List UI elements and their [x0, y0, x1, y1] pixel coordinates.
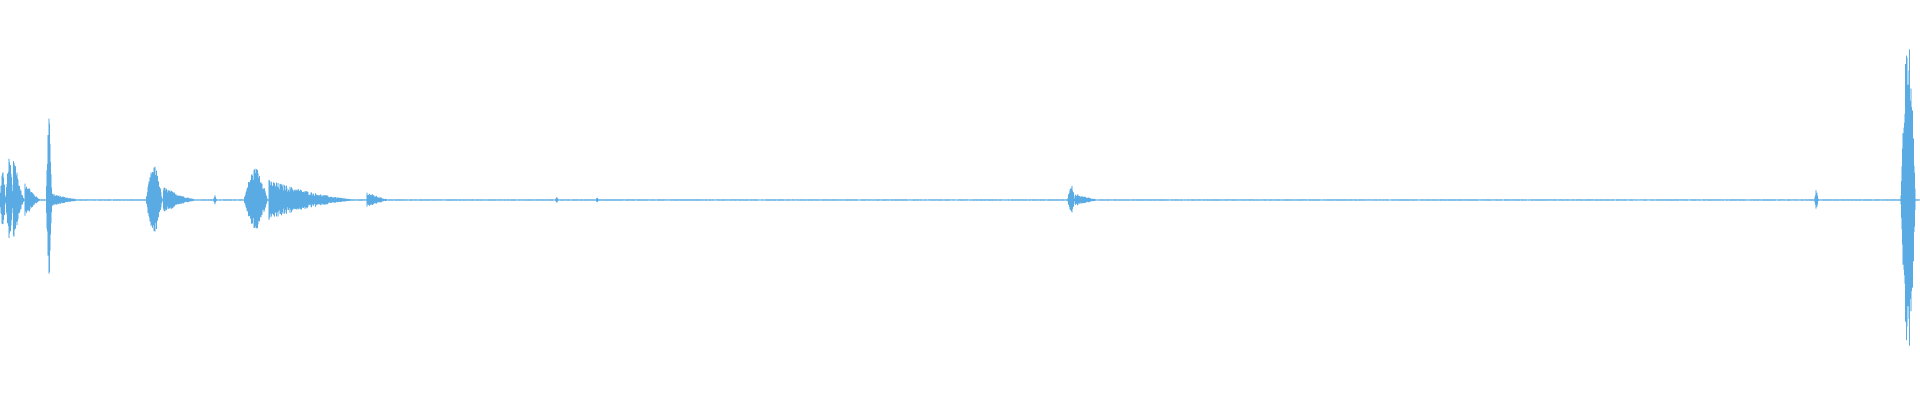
- waveform-signal: [0, 49, 1920, 346]
